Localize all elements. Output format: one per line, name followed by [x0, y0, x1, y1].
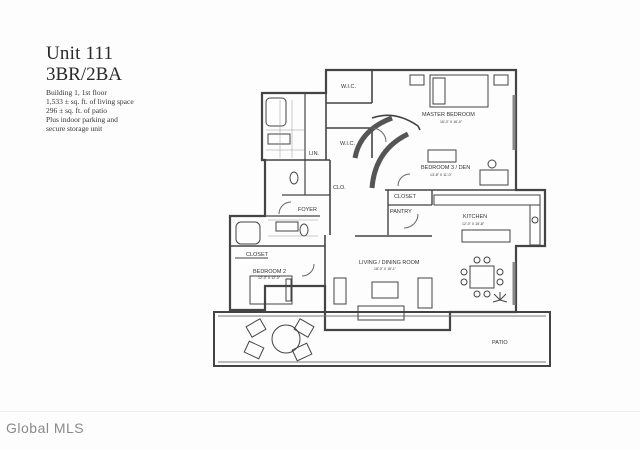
room-dims: 12'-0" X 12'-0"	[258, 276, 281, 280]
plant-icon	[492, 292, 508, 303]
dining-chair	[496, 278, 504, 286]
room-label: LIVING / DINING ROOM	[359, 260, 420, 266]
room-label: W.I.C.	[341, 84, 356, 90]
room-label: KITCHEN	[463, 214, 487, 220]
sink	[531, 216, 539, 224]
detail-line: Plus indoor parking and	[46, 115, 118, 124]
bed	[249, 275, 293, 305]
pillow	[432, 77, 446, 105]
dining-chair	[473, 290, 481, 298]
kitchen-counter	[529, 204, 541, 246]
room-label: PATIO	[492, 340, 508, 346]
door-swing	[371, 127, 387, 143]
door-swing	[397, 173, 411, 187]
unit-type: 3BR/2BA	[46, 64, 123, 85]
detail-line: secure storage unit	[46, 124, 103, 133]
dining-chair	[460, 278, 468, 286]
dining-chair	[460, 268, 468, 276]
room-label: BEDROOM 3 / DEN	[421, 165, 470, 171]
dining-chair	[496, 268, 504, 276]
patio-chair	[291, 342, 313, 362]
watermark-logo: Global MLS	[6, 420, 85, 436]
sofa	[357, 305, 405, 321]
desk	[479, 169, 509, 186]
room-label: FOYER	[298, 207, 317, 213]
room-label: W.I.C.	[340, 141, 355, 147]
room-dims: 12'-0" X 15'-8"	[462, 222, 485, 226]
coffee-table	[371, 281, 399, 299]
chair	[487, 159, 497, 169]
patio-chair	[243, 340, 265, 360]
unit-title: Unit 111	[46, 43, 114, 64]
divider	[0, 411, 640, 412]
curved-wall	[371, 114, 421, 131]
bed	[429, 74, 489, 108]
nightstand	[493, 74, 509, 86]
patio-chair	[245, 318, 267, 338]
kitchen-counter	[433, 194, 541, 206]
room-label: LIN.	[309, 151, 320, 157]
detail-line: 296 ± sq. ft. of patio	[46, 106, 107, 115]
unit-details: Building 1, 1st floor 1,533 ± sq. ft. of…	[46, 88, 134, 133]
toilet	[289, 171, 299, 185]
nightstand	[409, 74, 425, 86]
toilet	[299, 223, 309, 237]
room-dims: 16'-0" X 16'-0"	[440, 120, 463, 124]
bathtub	[265, 97, 287, 127]
kitchen-island	[461, 229, 511, 243]
door-swing	[403, 213, 419, 229]
dining-table	[469, 265, 495, 289]
armchair	[333, 277, 347, 305]
vanity	[275, 221, 299, 232]
pillow	[285, 278, 292, 302]
detail-line: Building 1, 1st floor	[46, 88, 107, 97]
vanity	[267, 133, 291, 145]
bathtub	[235, 221, 261, 245]
patio-outline	[213, 311, 551, 367]
room-label: CLOSET	[246, 252, 269, 258]
dining-chair	[483, 290, 491, 298]
dining-chair	[483, 256, 491, 264]
room-dims: 13'-8" X 11'-0"	[430, 173, 453, 177]
door-swing	[301, 263, 315, 277]
patio-chair	[293, 318, 315, 338]
room-dims: 18'-0" X 15'-1"	[374, 267, 397, 271]
sofa	[427, 149, 457, 163]
room-label: BEDROOM 2	[253, 269, 286, 275]
room-label: PANTRY	[390, 209, 412, 215]
detail-line: 1,533 ± sq. ft. of living space	[46, 97, 134, 106]
room-label: CLOSET	[394, 194, 417, 200]
tv-console	[417, 277, 433, 309]
curved-wall	[369, 131, 410, 189]
dining-chair	[473, 256, 481, 264]
door-swing	[278, 201, 292, 215]
patio-table	[271, 324, 301, 354]
curved-wall	[352, 115, 393, 159]
room-label: MASTER BEDROOM	[422, 112, 475, 118]
room-label: CLO.	[333, 185, 346, 191]
